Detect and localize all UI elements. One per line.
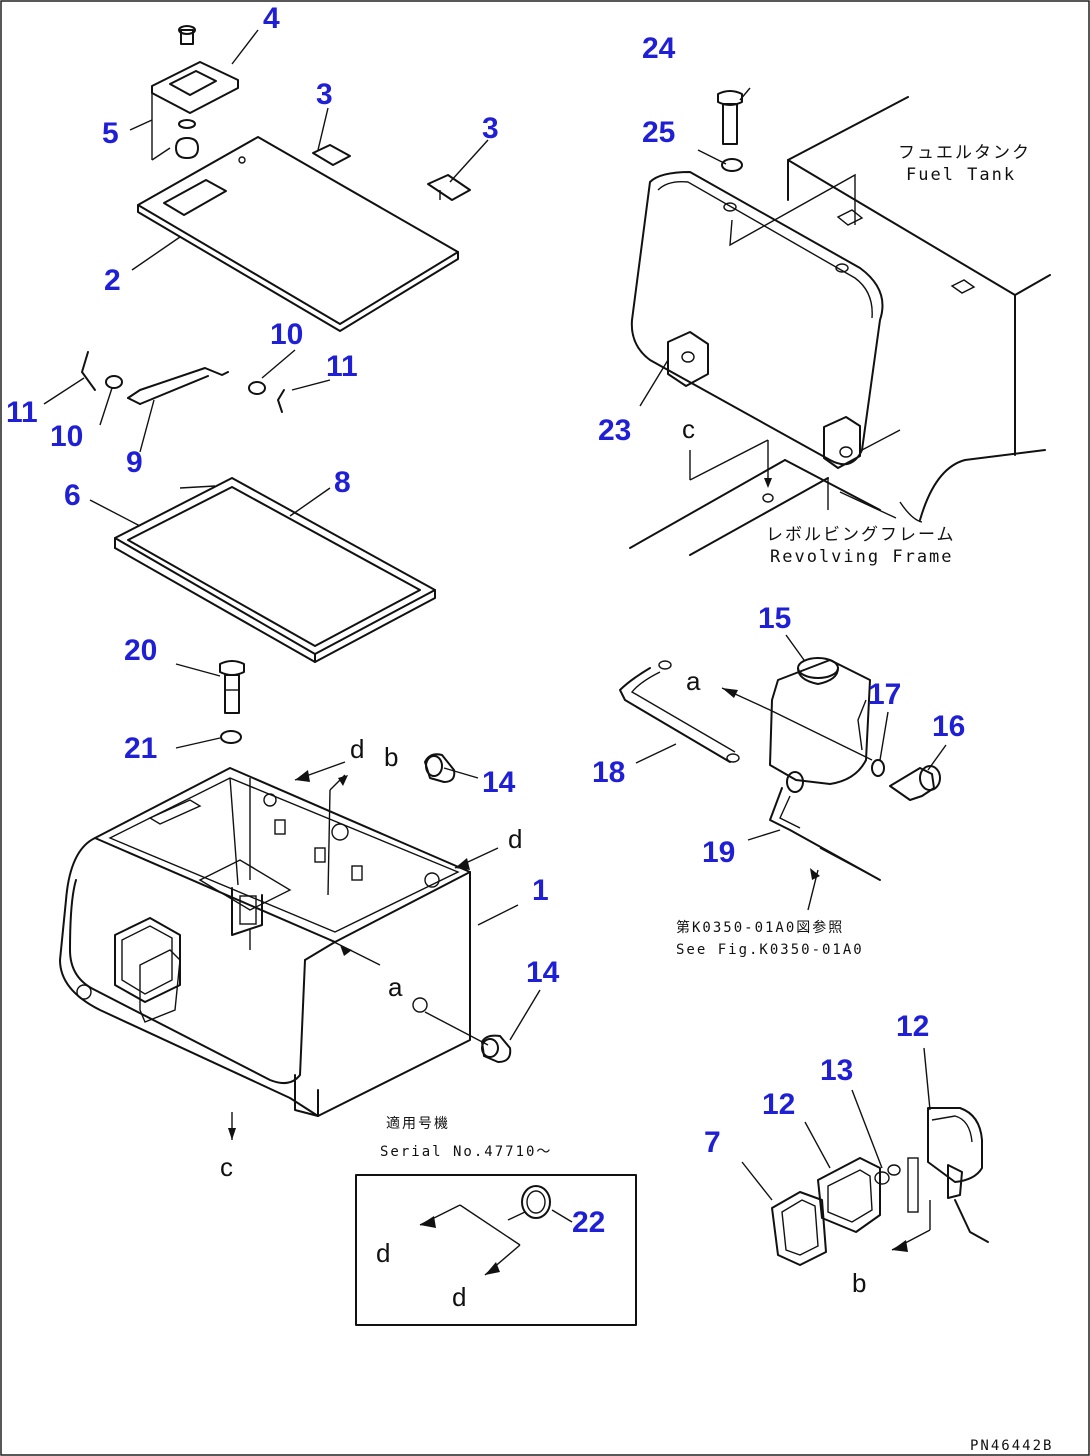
- fuel-tank-label-en: Fuel Tank: [906, 165, 1016, 185]
- washer: [220, 730, 242, 744]
- washer: [721, 158, 743, 172]
- split-pin: [81, 351, 96, 391]
- letter-c: c: [220, 1152, 233, 1182]
- grommet: [424, 753, 456, 783]
- serial-label-jp: 適用号機: [386, 1115, 450, 1132]
- callout-6: 6: [64, 479, 81, 512]
- callout-12: 12: [896, 1010, 929, 1043]
- callout-16: 16: [932, 710, 965, 743]
- grommet: [481, 1034, 512, 1063]
- washer: [871, 759, 885, 777]
- lamp-lens: [817, 1157, 881, 1233]
- mounting-bracket: [667, 331, 861, 469]
- washer-tank: [769, 657, 871, 793]
- callout-11: 11: [326, 350, 358, 383]
- split-pin: [277, 389, 285, 413]
- fuel-tank-label-jp: フュエルタンク: [898, 143, 1031, 163]
- lamp-housing: [927, 1107, 989, 1243]
- letter-d: d: [376, 1238, 390, 1268]
- hinge-plate: [312, 144, 471, 201]
- callout-11: 11: [6, 396, 38, 429]
- seal-frame: [114, 477, 436, 663]
- callout-1: 1: [532, 874, 549, 907]
- callout-10: 10: [270, 318, 303, 351]
- letter-b: b: [852, 1268, 866, 1298]
- callout-10: 10: [50, 420, 83, 453]
- callout-4: 4: [263, 2, 280, 35]
- letter-c: c: [682, 414, 695, 444]
- letter-a: a: [686, 666, 701, 696]
- lock-latch: [151, 25, 239, 159]
- fuel-tank: [787, 96, 1051, 456]
- figure-code: PN46442B: [970, 1438, 1053, 1454]
- callout-13: 13: [820, 1054, 853, 1087]
- reference-letters: d b d a c d d c a b: [220, 414, 866, 1312]
- callout-19: 19: [702, 836, 735, 869]
- callout-17: 17: [868, 678, 901, 711]
- callout-3: 3: [482, 112, 499, 145]
- callout-12: 12: [762, 1088, 795, 1121]
- letter-d: d: [350, 734, 364, 764]
- washer: [105, 375, 123, 389]
- callout-9: 9: [126, 446, 143, 479]
- lamp-gasket: [771, 1191, 827, 1266]
- hose: [619, 660, 740, 763]
- bolt: [717, 90, 743, 145]
- serial-label-en: Serial No.47710～: [380, 1144, 552, 1160]
- callout-22: 22: [572, 1206, 605, 1239]
- see-fig-label-en: See Fig.K0350-01A0: [676, 942, 864, 958]
- callout-23: 23: [598, 414, 631, 447]
- tool-box: [59, 767, 471, 1117]
- callout-3: 3: [316, 78, 333, 111]
- revolving-frame-label-en: Revolving Frame: [770, 547, 954, 567]
- see-fig-label-jp: 第K0350-01A0図参照: [676, 919, 844, 936]
- bolt: [219, 660, 245, 714]
- leader-lines: [43, 29, 947, 1223]
- callout-5: 5: [102, 117, 119, 150]
- lid-plate: [137, 136, 459, 332]
- washer: [248, 381, 266, 395]
- revolving-frame-label-jp: レボルビングフレーム: [766, 525, 956, 545]
- callout-8: 8: [334, 466, 351, 499]
- callout-7: 7: [704, 1126, 721, 1159]
- callout-25: 25: [642, 116, 675, 149]
- callout-14: 14: [526, 956, 560, 989]
- fuel-tank-cover: [630, 171, 901, 466]
- serial-box: [355, 1174, 637, 1326]
- callout-24: 24: [642, 32, 676, 65]
- callout-20: 20: [124, 634, 157, 667]
- callout-21: 21: [124, 732, 157, 765]
- bolt: [889, 765, 941, 801]
- plug: [521, 1185, 551, 1219]
- letter-d: d: [452, 1282, 466, 1312]
- hose: [769, 787, 881, 881]
- callout-18: 18: [592, 756, 625, 789]
- letter-a: a: [388, 972, 403, 1002]
- callout-15: 15: [758, 602, 791, 635]
- direction-arrows: [228, 761, 499, 1140]
- letter-d: d: [508, 824, 522, 854]
- revolving-frame: [629, 439, 1046, 556]
- callout-14: 14: [482, 766, 516, 799]
- stay-rod: [127, 367, 229, 405]
- callout-labels: 1 2 3 3 4 5 6 7 8 9 10 10 11 11 12 12 13…: [6, 2, 965, 1239]
- lamp-bulb: [874, 1157, 919, 1213]
- letter-b: b: [384, 742, 398, 772]
- notes: フュエルタンク Fuel Tank レボルビングフレーム Revolving F…: [380, 143, 1053, 1454]
- callout-2: 2: [104, 264, 121, 297]
